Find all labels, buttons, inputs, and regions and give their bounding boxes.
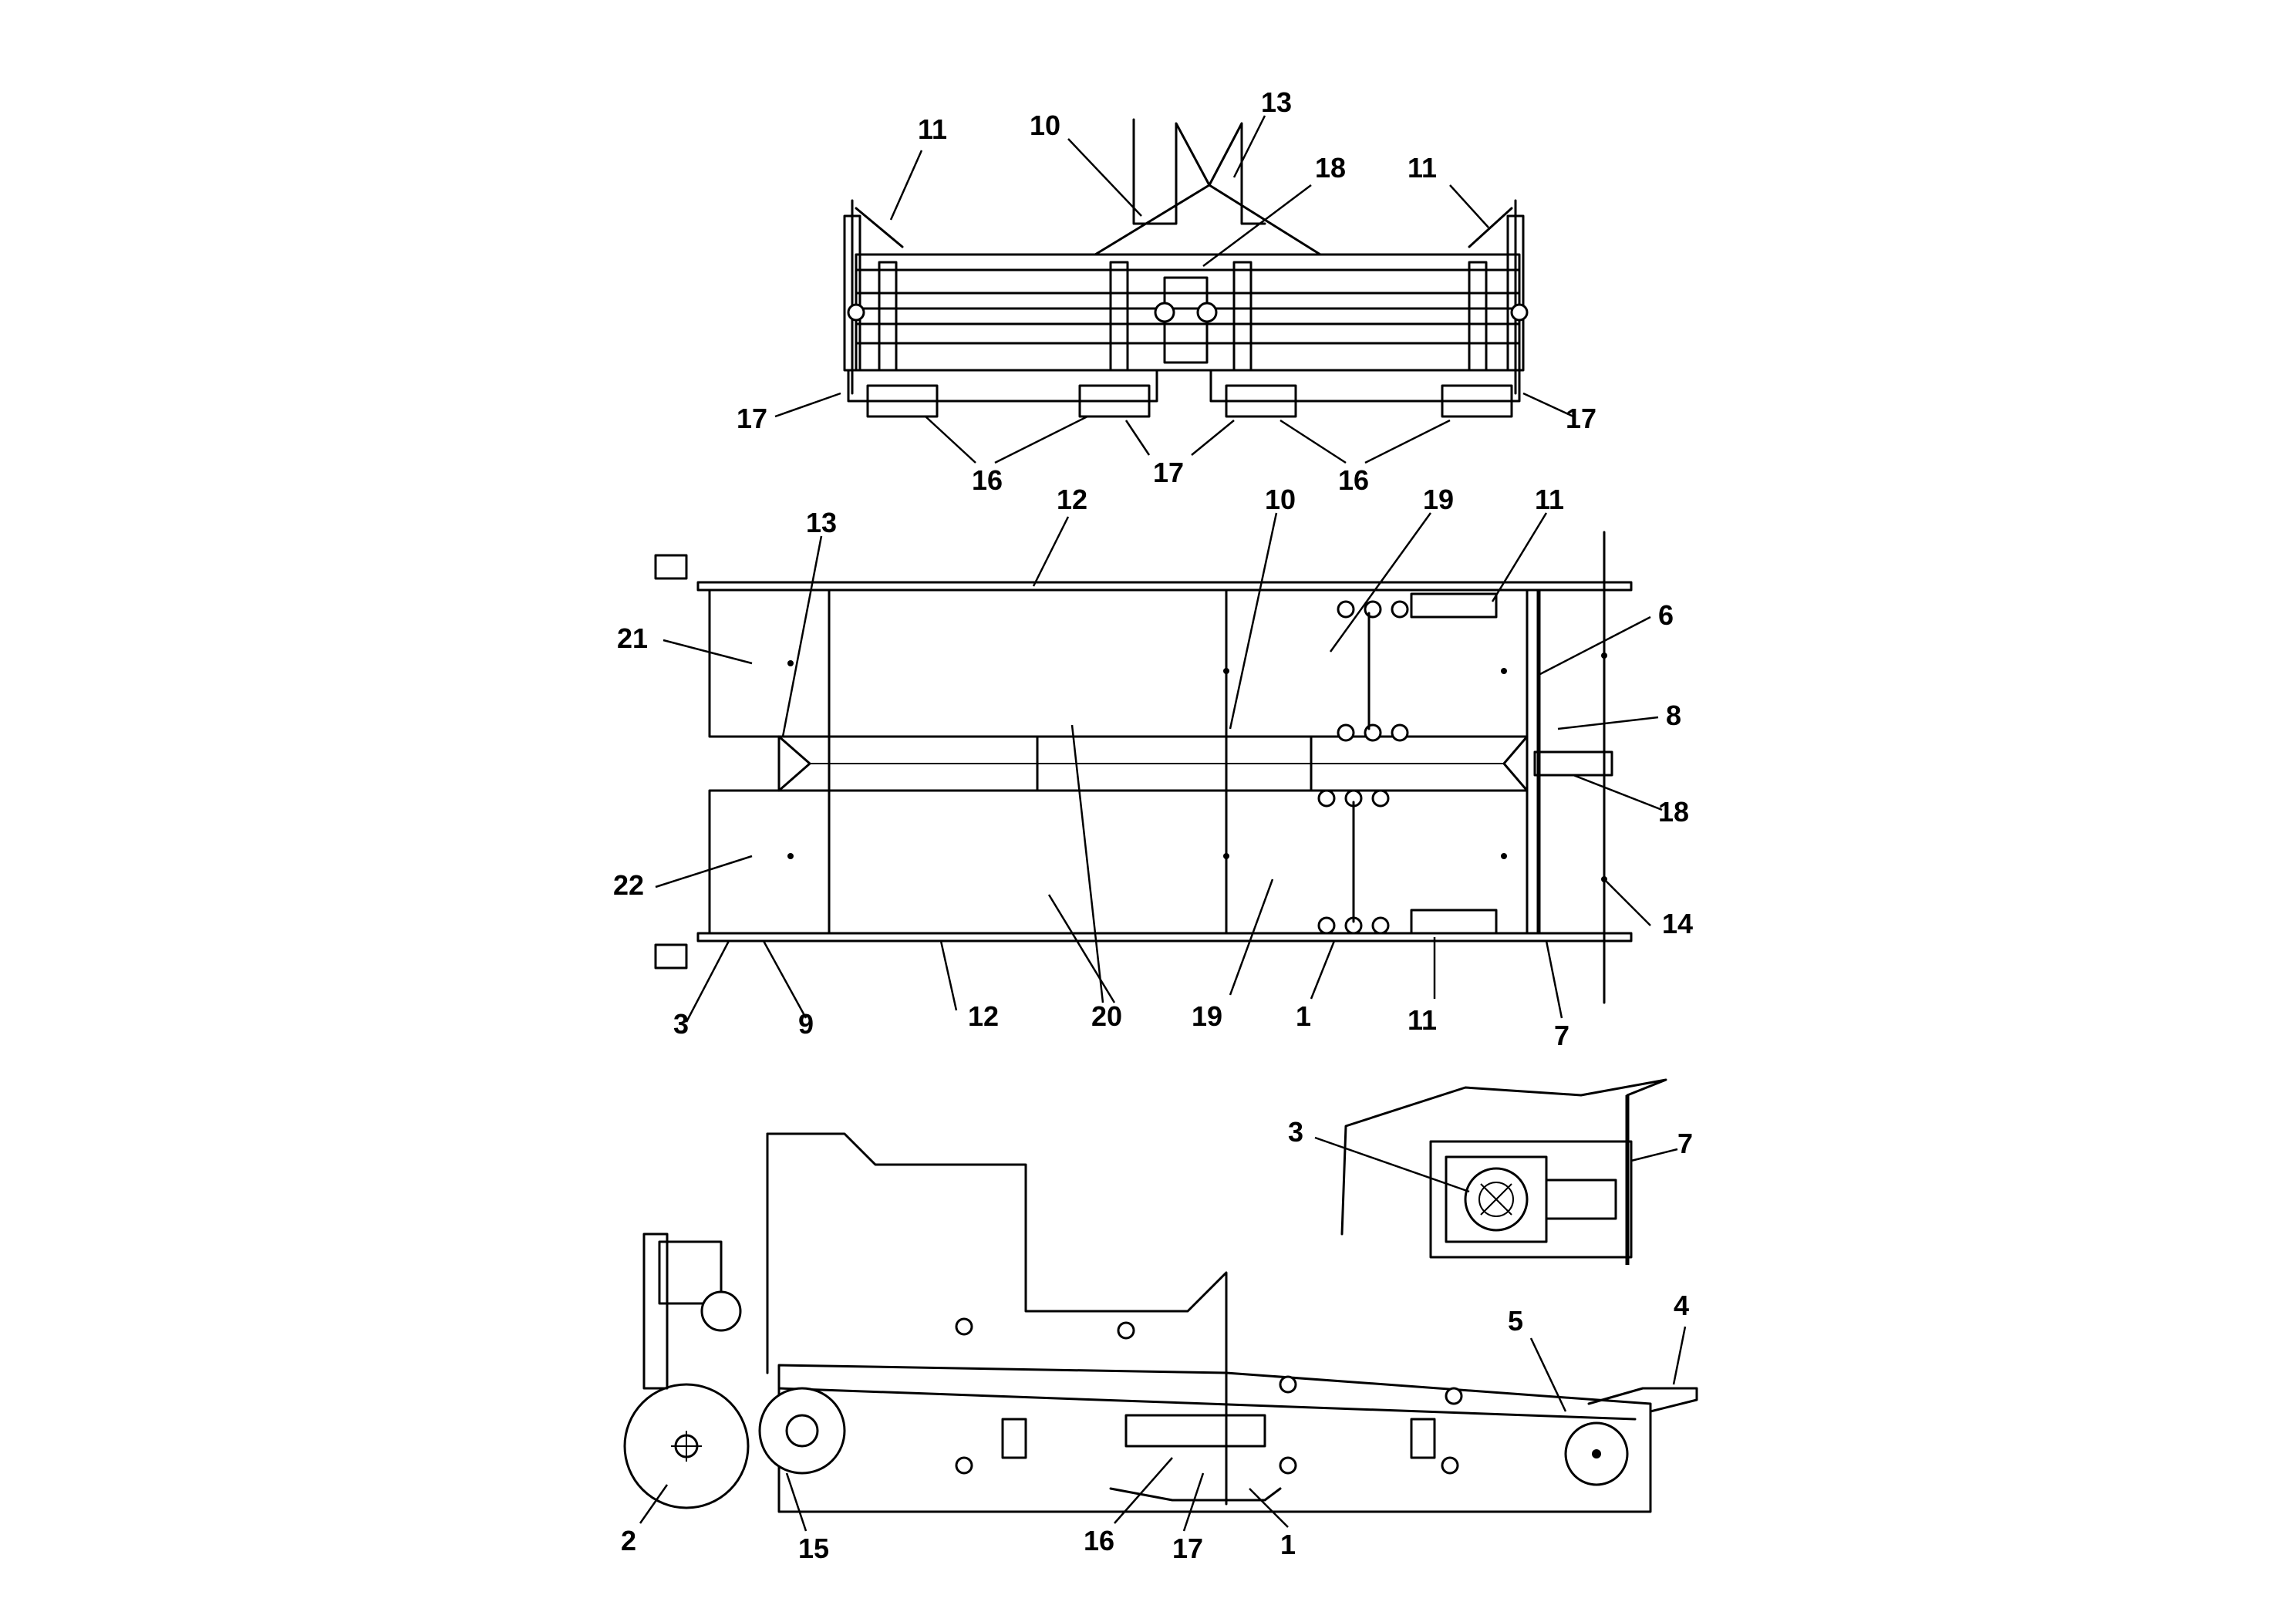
callout-14: 14 xyxy=(1662,908,1693,939)
callout-16: 16 xyxy=(972,464,1003,496)
plan-bolts xyxy=(787,653,1607,882)
callout-12: 12 xyxy=(1057,484,1087,515)
leader-lines xyxy=(639,115,1687,1532)
callout-17: 17 xyxy=(1172,1533,1203,1564)
callout-9: 9 xyxy=(798,1008,814,1040)
callout-8: 8 xyxy=(1666,700,1681,731)
callout-17: 17 xyxy=(1566,403,1596,434)
callout-1: 1 xyxy=(1280,1529,1296,1560)
callout-6: 6 xyxy=(1658,599,1674,631)
callout-13: 13 xyxy=(806,507,837,538)
callout-21: 21 xyxy=(617,622,648,654)
callout-10: 10 xyxy=(1265,484,1296,515)
callout-17: 17 xyxy=(737,403,767,434)
callout-17: 17 xyxy=(1153,457,1184,488)
callout-3: 3 xyxy=(1288,1116,1303,1148)
callout-18: 18 xyxy=(1315,152,1346,184)
sprocket-row-upper xyxy=(1337,600,1409,742)
side-bolts xyxy=(955,1317,1463,1475)
callout-20: 20 xyxy=(1091,1000,1122,1032)
callout-11: 11 xyxy=(1408,1004,1437,1036)
callout-11: 11 xyxy=(1535,484,1564,515)
callout-labels: 11 10 13 18 11 17 16 17 16 17 13 12 10 1… xyxy=(613,86,1693,1564)
callout-18: 18 xyxy=(1658,796,1689,828)
callout-5: 5 xyxy=(1508,1305,1523,1337)
callout-15: 15 xyxy=(798,1533,829,1564)
callout-4: 4 xyxy=(1674,1290,1689,1321)
plan-view xyxy=(654,531,1633,1004)
detail-view xyxy=(1340,1078,1667,1265)
sprocket-row-lower xyxy=(1317,789,1390,935)
callout-11: 11 xyxy=(918,113,947,145)
callout-7: 7 xyxy=(1677,1128,1693,1159)
callout-19: 19 xyxy=(1192,1000,1222,1032)
callout-2: 2 xyxy=(621,1525,636,1556)
callout-13: 13 xyxy=(1261,86,1292,118)
callout-19: 19 xyxy=(1423,484,1454,515)
callout-12: 12 xyxy=(968,1000,999,1032)
callout-10: 10 xyxy=(1030,110,1060,141)
callout-11: 11 xyxy=(1408,152,1437,184)
callout-22: 22 xyxy=(613,869,644,901)
callout-16: 16 xyxy=(1338,464,1369,496)
callout-3: 3 xyxy=(673,1008,689,1040)
callout-1: 1 xyxy=(1296,1000,1311,1032)
callout-16: 16 xyxy=(1084,1525,1114,1556)
top-end-view xyxy=(843,118,1529,418)
callout-7: 7 xyxy=(1554,1020,1569,1051)
side-view xyxy=(623,1132,1698,1513)
